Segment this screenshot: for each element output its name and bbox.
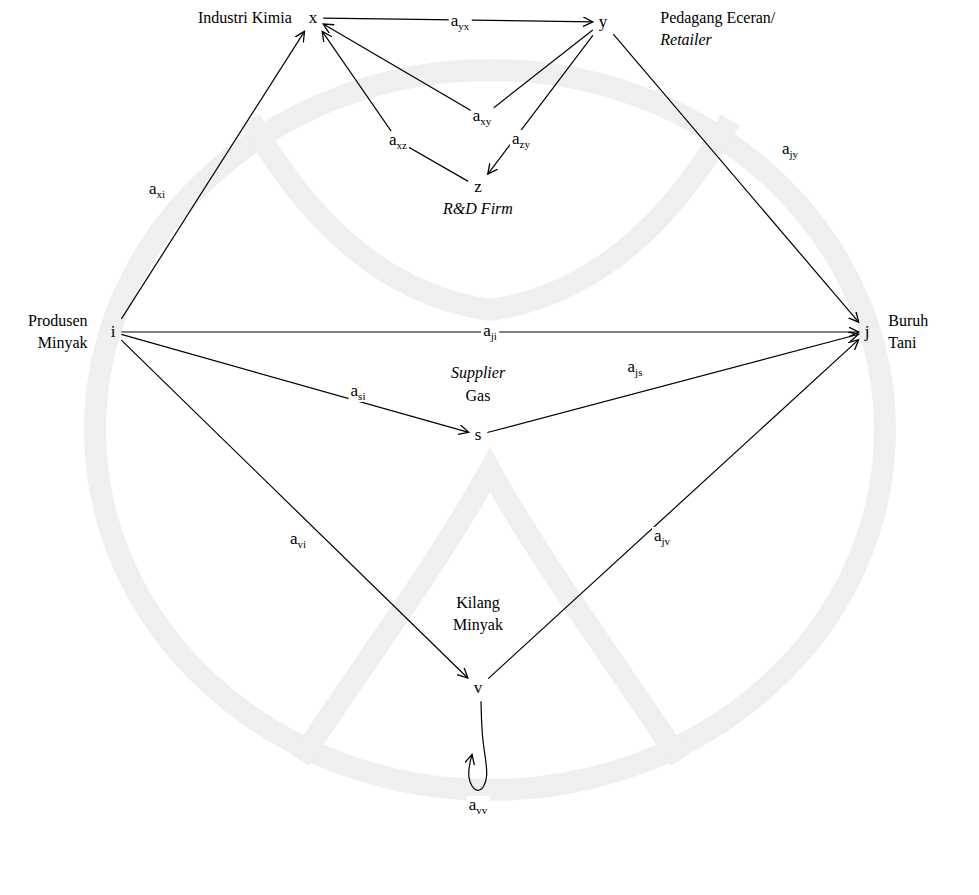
node-letter: x: [309, 9, 318, 28]
coefficient-label: azy: [510, 130, 532, 150]
node-name: Supplier: [451, 362, 505, 384]
node-name: R&D Firm: [443, 198, 513, 220]
watermark-ring: [95, 70, 885, 790]
watermark-arc: [250, 120, 730, 310]
graph-node: yPedagang Eceran/Retailer: [596, 12, 611, 33]
coefficient-label: axi: [147, 180, 167, 200]
node-letter: s: [475, 426, 482, 445]
flow-arrow: [121, 334, 468, 432]
graph-node: Industri Kimiax: [306, 8, 321, 29]
node-letter: i: [111, 323, 116, 342]
flow-arrow: [121, 340, 467, 678]
node-name: Retailer: [660, 29, 712, 51]
coefficient-label: axz: [387, 131, 409, 151]
node-name: Gas: [466, 385, 491, 407]
flow-arrow: [323, 24, 593, 117]
node-name: Pedagang Eceran/: [660, 7, 775, 29]
graph-node: SupplierGass: [472, 425, 485, 446]
node-letter: y: [599, 13, 608, 32]
flow-arrow: [613, 34, 858, 322]
graph-node: Produsen Minyaki: [108, 322, 119, 343]
flow-arrow: [487, 334, 858, 432]
flow-arrow: [121, 31, 304, 319]
self-loop-arrow: [469, 701, 487, 790]
node-letter: j: [865, 323, 870, 342]
node-letter: z: [474, 178, 482, 197]
coefficient-label: aji: [481, 322, 499, 342]
flow-arrow: [322, 31, 468, 181]
graph-node: zR&D Firm: [471, 177, 485, 198]
coefficient-label: axy: [471, 107, 494, 127]
graph-node: Kilang Minyakv: [471, 678, 486, 699]
node-name: Buruh Tani: [888, 310, 938, 353]
coefficient-label: avv: [467, 796, 490, 816]
flow-arrow: [488, 340, 858, 679]
coefficient-label: ajv: [652, 527, 672, 547]
node-name: Produsen Minyak: [8, 310, 88, 353]
flow-arrow: [488, 35, 593, 174]
watermark-arc: [300, 470, 680, 760]
graph-node: jBuruh Tani: [862, 322, 873, 343]
node-name: Kilang Minyak: [443, 592, 513, 635]
coefficient-label: ajy: [780, 140, 800, 160]
node-letter: v: [474, 679, 483, 698]
coefficient-label: asi: [349, 382, 368, 402]
coefficient-label: ayx: [449, 12, 472, 32]
node-name: Industri Kimia: [198, 7, 292, 29]
coefficient-label: avi: [288, 530, 308, 550]
coefficient-label: ajs: [626, 358, 645, 378]
